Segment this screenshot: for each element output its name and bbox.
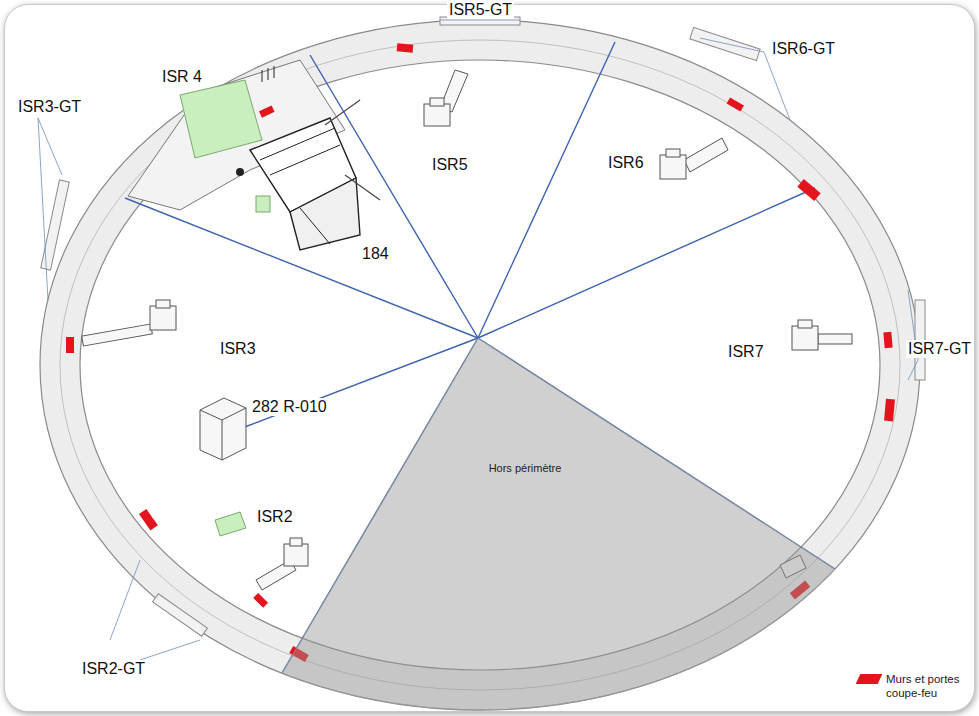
- legend-swatch: [856, 674, 883, 684]
- green-zone: [256, 196, 270, 212]
- excluded-sector: Hors périmètre: [280, 338, 846, 716]
- fire-wall: [884, 399, 895, 422]
- sector-line: [478, 188, 815, 338]
- fire-wall: [139, 509, 158, 531]
- area-label: ISR2: [255, 508, 295, 526]
- gt-block: [690, 27, 760, 60]
- area-label: ISR3-GT: [16, 98, 83, 116]
- sector-shape: [280, 338, 846, 716]
- leader-line: [38, 118, 48, 300]
- leader-line: [140, 640, 200, 660]
- fire-wall: [253, 593, 268, 608]
- shaft-building: [156, 300, 170, 308]
- shaft-building: [660, 155, 686, 179]
- building-184-edge: [270, 145, 340, 175]
- legend-text: Murs et portes coupe-feu: [886, 672, 970, 700]
- building-184: [290, 178, 360, 250]
- leader-line: [440, 20, 520, 21]
- area-label: ISR7: [726, 343, 766, 361]
- green-zone: [215, 512, 246, 536]
- leader-line: [764, 52, 790, 120]
- sector-line: [478, 42, 615, 338]
- building-184-edge: [300, 208, 330, 244]
- leader-line: [908, 360, 918, 380]
- shaft-building: [150, 306, 176, 330]
- fire-wall: [797, 179, 820, 201]
- green-zone: [180, 80, 262, 158]
- corridor: [82, 324, 153, 346]
- shaft-building: [424, 104, 450, 126]
- shaft-building: [792, 326, 818, 350]
- area-label: 184: [360, 245, 391, 263]
- gt-block: [153, 594, 208, 637]
- stair: [325, 100, 360, 125]
- leader-line: [38, 118, 62, 175]
- fire-wall: [397, 43, 414, 52]
- fire-wall: [66, 337, 74, 353]
- stair: [268, 68, 269, 80]
- shaft-building: [798, 320, 812, 328]
- pillar: [236, 168, 244, 176]
- building-282-edge: [222, 420, 223, 460]
- area-label: ISR5-GT: [447, 1, 514, 19]
- sector-label: Hors périmètre: [489, 462, 562, 475]
- leader-line: [110, 560, 140, 640]
- fire-wall: [883, 332, 892, 349]
- corridor: [818, 334, 852, 344]
- area-label: ISR6-GT: [770, 40, 837, 58]
- building-184-edge: [260, 128, 335, 160]
- building-282: [200, 398, 246, 460]
- area-label: ISR5: [430, 156, 470, 174]
- area-label: ISR3: [218, 340, 258, 358]
- corridor: [684, 138, 728, 172]
- gt-block: [41, 180, 69, 270]
- shaft-building: [666, 149, 680, 157]
- shaft-building: [284, 544, 308, 566]
- shaft-building: [430, 98, 444, 106]
- area-label: ISR2-GT: [80, 660, 147, 678]
- leader-line: [700, 38, 764, 52]
- shaft-building: [290, 538, 302, 546]
- stair: [345, 175, 380, 200]
- ring-tunnel: [40, 20, 920, 710]
- area-label: 282 R-010: [250, 398, 329, 416]
- sector-fill: [282, 338, 835, 710]
- isr4-complex: [128, 60, 380, 250]
- area-label: ISR6: [606, 154, 646, 172]
- building-282-edge: [200, 408, 246, 420]
- stair: [262, 70, 263, 82]
- area-label: ISR 4: [160, 68, 204, 86]
- fire-wall: [727, 98, 744, 112]
- area-label: ISR7-GT: [906, 340, 973, 358]
- stair: [274, 66, 275, 78]
- fire-wall: [259, 105, 275, 117]
